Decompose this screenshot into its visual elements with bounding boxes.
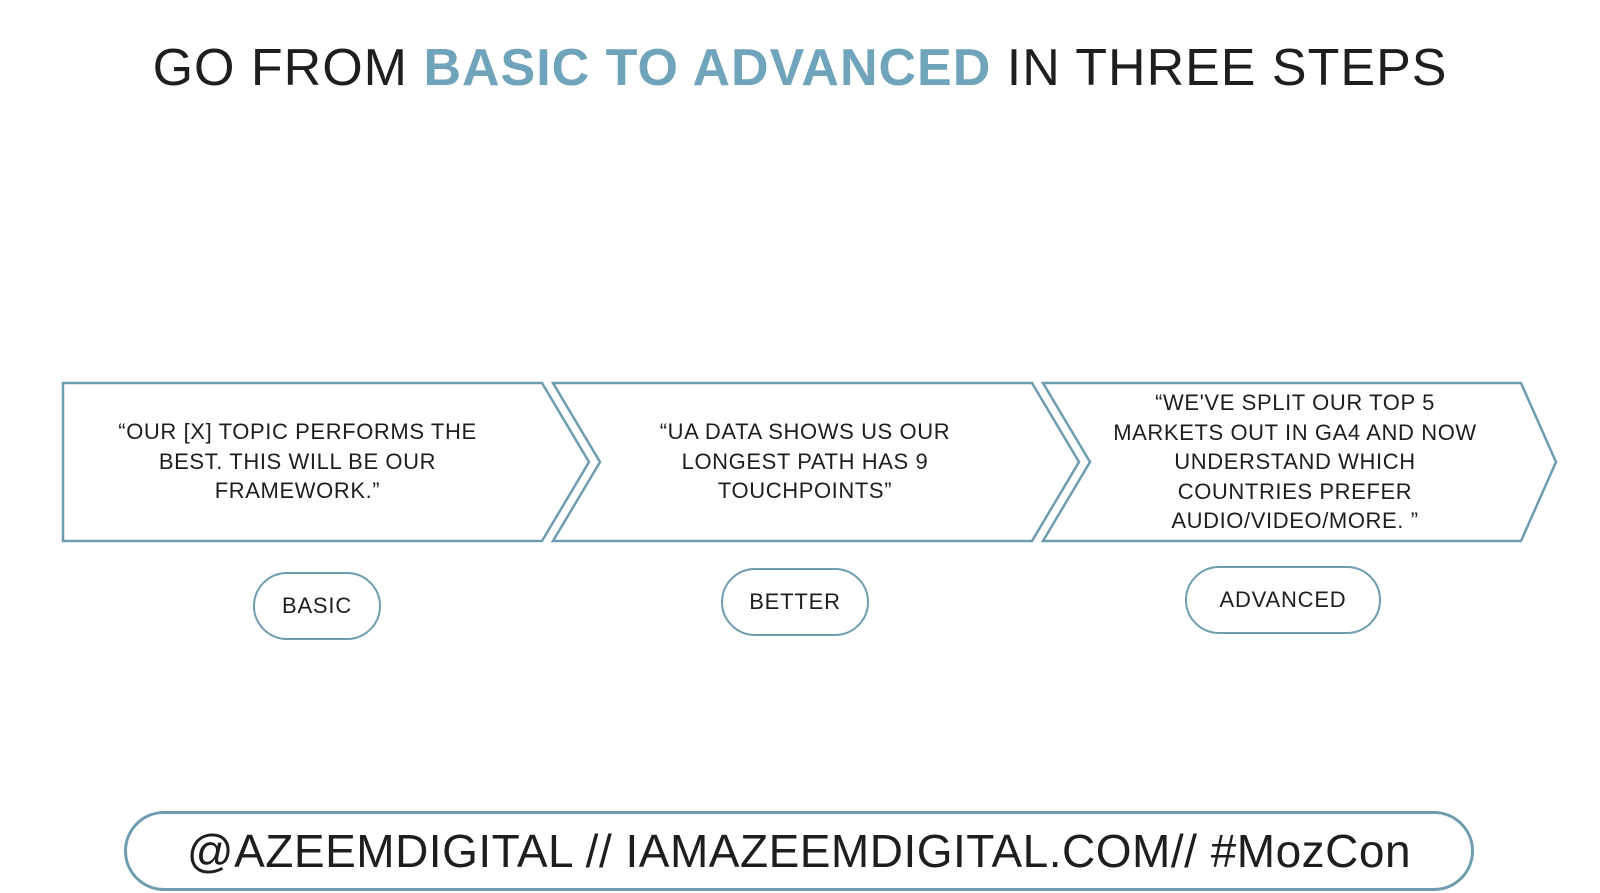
- chevron-step-1: [61, 381, 591, 543]
- title-prefix: GO FROM: [152, 39, 424, 97]
- chevron-step-3: [1040, 381, 1558, 543]
- step-3-quote: “WE'VE SPLIT OUR TOP 5 MARKETS OUT IN GA…: [1113, 390, 1477, 533]
- title-highlight: BASIC TO ADVANCED: [423, 39, 992, 97]
- title-suffix: IN THREE STEPS: [991, 39, 1448, 97]
- step-2-quote: “UA DATA SHOWS US OUR LONGEST PATH HAS 9…: [659, 419, 951, 503]
- slide-title: GO FROM BASIC TO ADVANCED IN THREE STEPS: [0, 38, 1600, 98]
- step-3-label-advanced: ADVANCED: [1185, 566, 1381, 634]
- step-1-quote: “OUR [X] TOPIC PERFORMS THE BEST. THIS W…: [118, 419, 477, 503]
- chevron-step-2: [550, 381, 1081, 543]
- footer-handle-banner: @AZEEMDIGITAL // IAMAZEEMDIGITAL.COM// #…: [124, 811, 1474, 891]
- step-1-label-basic: BASIC: [253, 572, 381, 640]
- step-2-label-better: BETTER: [721, 568, 869, 636]
